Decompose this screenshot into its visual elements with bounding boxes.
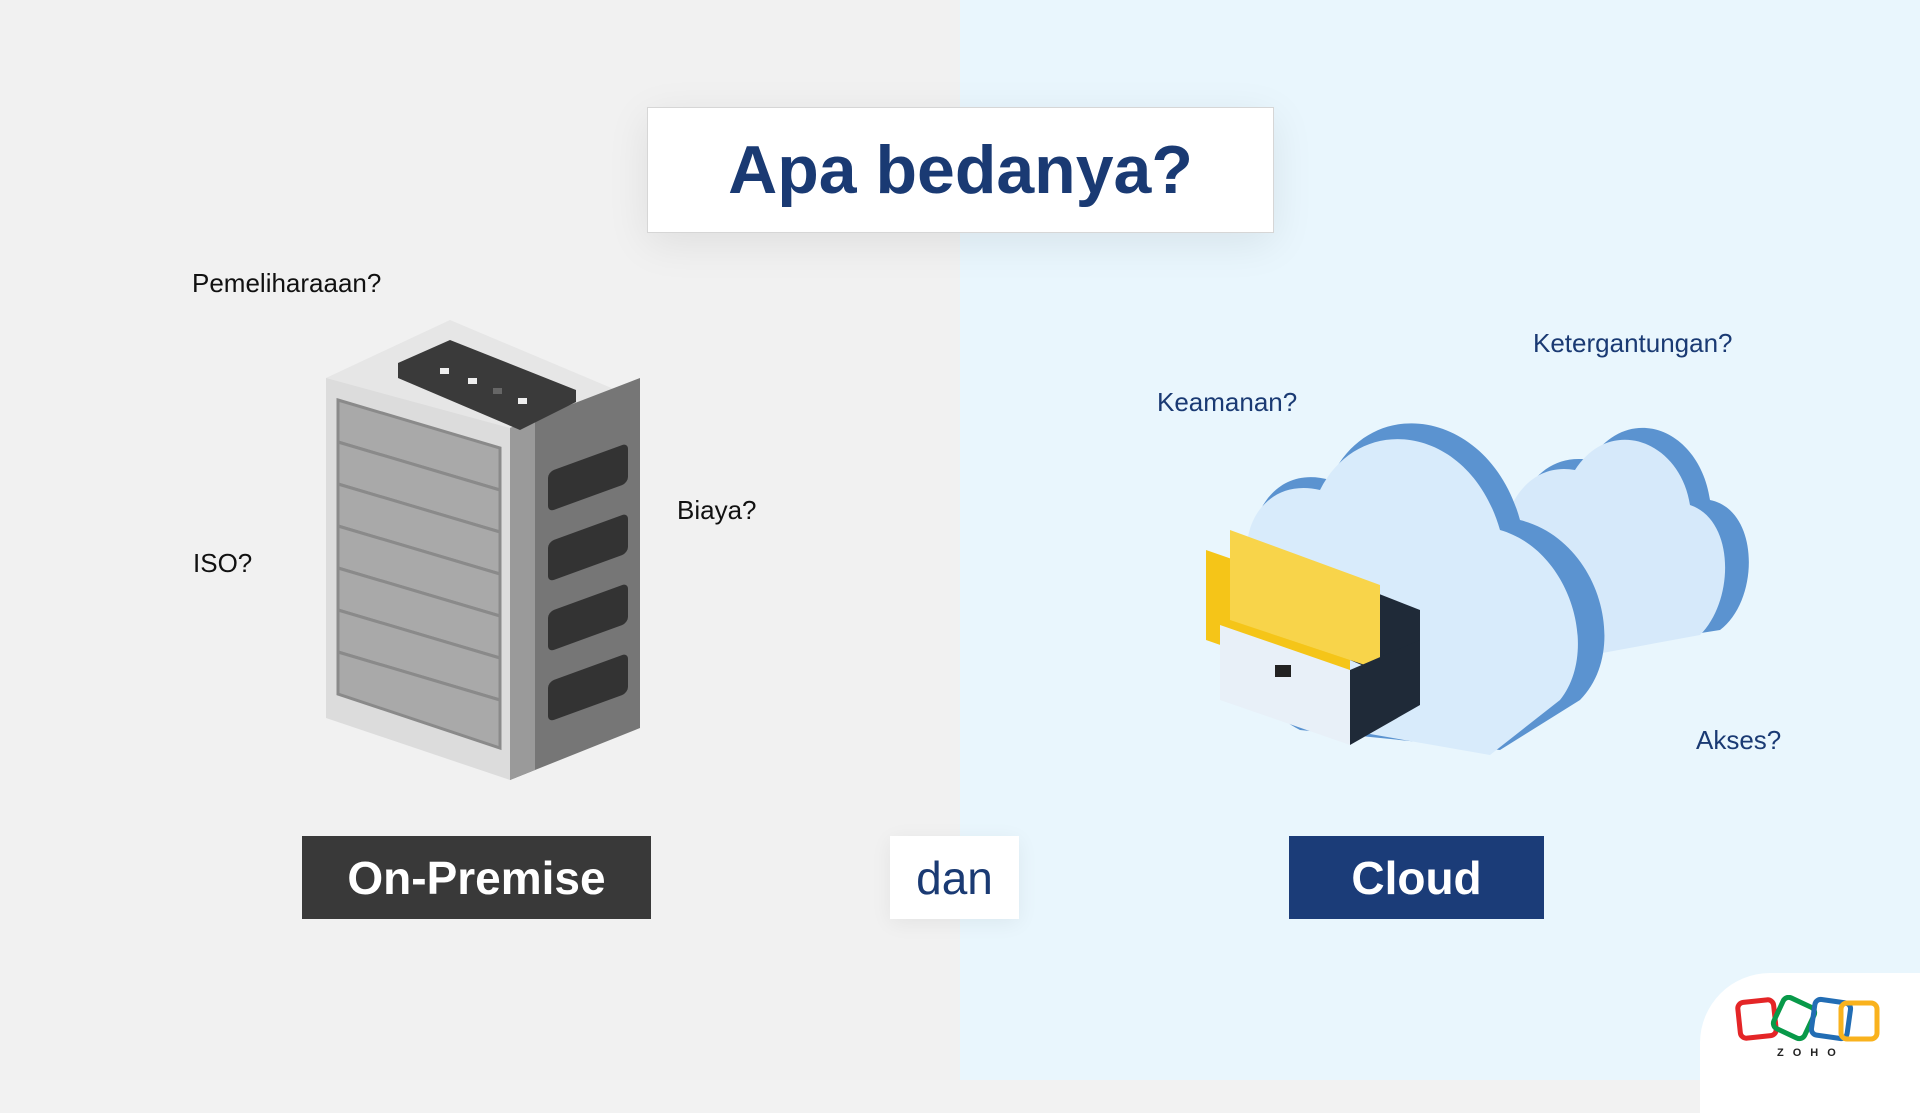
on-premise-label: On-Premise: [302, 836, 651, 919]
question-dependency: Ketergantungan?: [1533, 328, 1733, 358]
zoho-logo-icon: [1735, 995, 1880, 1042]
question-iso: ISO?: [193, 548, 253, 578]
question-access: Akses?: [1696, 725, 1782, 755]
question-maintenance: Pemeliharaaan?: [192, 268, 382, 298]
page-title: Apa bedanya?: [728, 132, 1193, 208]
zoho-logo-text: ZOHO: [1777, 1047, 1845, 1059]
title-box: Apa bedanya?: [647, 107, 1274, 233]
cloud-label: Cloud: [1289, 836, 1544, 919]
connector-label: dan: [890, 836, 1019, 919]
server-rack-icon: [326, 320, 640, 780]
question-security: Keamanan?: [1157, 387, 1298, 417]
question-cost: Biaya?: [677, 495, 757, 525]
cloud-storage-icon: [1206, 423, 1749, 755]
